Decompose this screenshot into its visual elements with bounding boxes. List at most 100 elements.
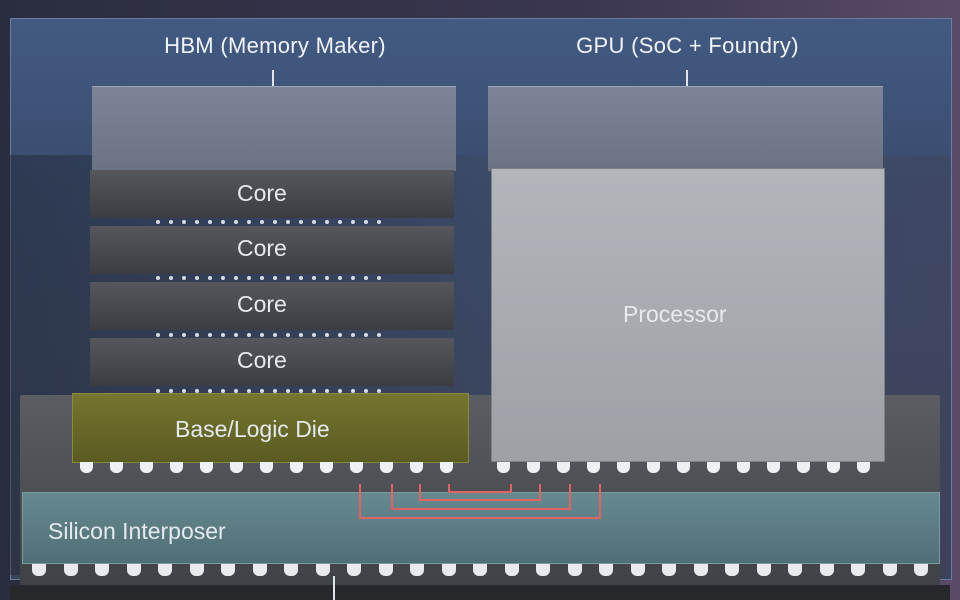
tsv-dot <box>364 389 368 393</box>
gpu-micro-bump <box>737 462 750 473</box>
hbm-micro-bump <box>350 462 363 473</box>
tsv-dot <box>247 389 251 393</box>
hbm-micro-bump <box>230 462 243 473</box>
c4-bump <box>441 564 456 576</box>
tsv-dot <box>169 276 173 280</box>
tsv-dot <box>208 220 212 224</box>
core-layer-2 <box>90 226 454 274</box>
tsv-dot <box>234 389 238 393</box>
c4-bump <box>95 564 109 576</box>
tsv-dot <box>208 276 212 280</box>
c4-bump <box>158 564 172 576</box>
tsv-dot <box>377 220 381 224</box>
tsv-dot <box>208 333 212 337</box>
hbm-micro-bump <box>200 462 213 473</box>
core-layer-4 <box>90 338 454 386</box>
tsv-dot <box>273 220 277 224</box>
tsv-dot <box>182 333 186 337</box>
tsv-dot <box>299 220 303 224</box>
tsv-dot <box>247 333 251 337</box>
tsv-dot <box>182 220 186 224</box>
interposer-wire-4 <box>448 484 512 493</box>
c4-bump <box>63 564 78 576</box>
tsv-dot <box>325 220 329 224</box>
hbm-micro-bump <box>80 462 93 473</box>
hbm-glass-cap <box>92 86 456 171</box>
tsv-dot <box>234 220 238 224</box>
tsv-dot <box>221 333 225 337</box>
processor-label: Processor <box>623 301 727 327</box>
tsv-dot <box>325 333 329 337</box>
c4-bump <box>914 564 928 576</box>
c4-bump <box>315 564 330 576</box>
tsv-dot <box>260 276 264 280</box>
tsv-dot <box>325 276 329 280</box>
hbm-micro-bump <box>380 462 393 473</box>
tsv-dot <box>156 389 160 393</box>
tsv-dot <box>299 389 303 393</box>
hbm-micro-bump <box>170 462 183 473</box>
tsv-dot <box>286 220 290 224</box>
gpu-micro-bump <box>587 462 600 473</box>
core-label-2: Core <box>237 235 287 261</box>
tsv-dot <box>221 389 225 393</box>
core-label-3: Core <box>237 291 287 317</box>
board-bottom <box>10 585 950 600</box>
tsv-dot <box>273 333 277 337</box>
tsv-dot <box>156 220 160 224</box>
tsv-dot <box>182 276 186 280</box>
tsv-dot <box>260 220 264 224</box>
tsv-dot <box>312 276 316 280</box>
hbm-micro-bump <box>410 462 423 473</box>
gpu-glass-cap <box>488 86 883 171</box>
tsv-dot <box>195 220 199 224</box>
tsv-dot <box>169 220 173 224</box>
gpu-micro-bump <box>827 462 840 473</box>
tsv-dot <box>312 389 316 393</box>
tsv-dot <box>377 276 381 280</box>
tsv-dot <box>364 220 368 224</box>
c4-bump <box>567 564 582 576</box>
hbm-micro-bump <box>290 462 303 473</box>
interposer-wire-1 <box>359 484 601 519</box>
base-logic-label: Base/Logic Die <box>175 416 330 442</box>
tsv-dot <box>260 333 264 337</box>
hbm-micro-bump <box>440 462 453 473</box>
c4-bump <box>189 564 204 576</box>
gpu-micro-bump <box>677 462 690 473</box>
c4-bump <box>599 564 613 576</box>
c4-bump <box>410 564 424 576</box>
tsv-dot <box>195 389 199 393</box>
c4-bump <box>284 564 298 576</box>
tsv-dot <box>338 333 342 337</box>
tsv-dot <box>338 389 342 393</box>
interposer-wire-2 <box>391 484 571 510</box>
base-logic-die <box>72 393 469 463</box>
c4-bump <box>788 564 802 576</box>
tsv-dot <box>299 276 303 280</box>
c4-bump <box>662 564 676 576</box>
c4-bump <box>252 564 267 576</box>
tsv-dot <box>351 333 355 337</box>
c4-bump <box>126 564 141 576</box>
tsv-dot <box>299 333 303 337</box>
tsv-dot <box>312 220 316 224</box>
tsv-dot <box>195 333 199 337</box>
tsv-dot <box>338 220 342 224</box>
c4-bump <box>819 564 834 576</box>
core-label-4: Core <box>237 347 287 373</box>
hbm-micro-bump <box>260 462 273 473</box>
hbm-header-label: HBM (Memory Maker) <box>164 33 386 58</box>
tsv-dot <box>338 276 342 280</box>
gpu-micro-bump <box>797 462 810 473</box>
tsv-dot <box>312 333 316 337</box>
gpu-micro-bump <box>497 462 510 473</box>
tsv-dot <box>351 276 355 280</box>
tsv-dot <box>247 220 251 224</box>
tsv-dot <box>169 333 173 337</box>
hbm-micro-bump <box>110 462 123 473</box>
tsv-dot <box>195 276 199 280</box>
c4-bump <box>378 564 393 576</box>
core-layer-3 <box>90 282 454 330</box>
c4-bump <box>630 564 645 576</box>
